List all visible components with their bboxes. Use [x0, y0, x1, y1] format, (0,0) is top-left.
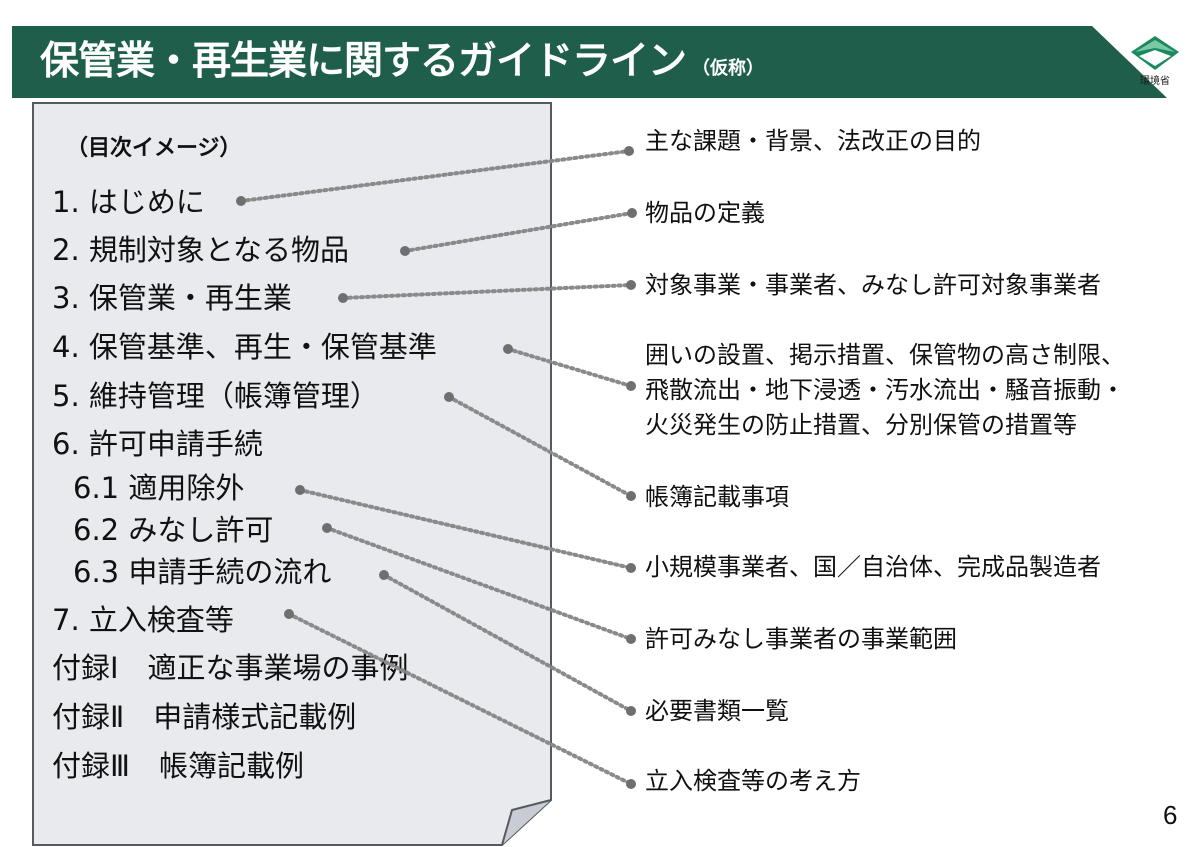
toc-item-6-3: 6.3 申請手続の流れ	[73, 555, 332, 589]
logo-label: 環境省	[1140, 76, 1170, 87]
connector-dot-end-6	[626, 563, 636, 573]
description-storage-standards: 囲いの設置、掲示措置、保管物の高さ制限、 飛散流出・地下浸透・汚水流出・騒音振動…	[645, 338, 1125, 443]
toc-item-6: 6. 許可申請手続	[52, 427, 263, 461]
toc-heading: （目次イメージ）	[66, 136, 242, 161]
connector-dot-end-5	[626, 491, 636, 501]
description-target-business: 対象事業・事業者、みなし許可対象事業者	[645, 271, 1101, 299]
page-title-note: （仮称）	[692, 58, 765, 79]
connector-dot-end-7	[626, 634, 636, 644]
connector-dot-end-2	[627, 208, 637, 218]
toc-item-6-1: 6.1 適用除外	[73, 471, 245, 505]
toc-item-7: 7. 立入検査等	[52, 603, 234, 637]
toc-appendix-1: 付録Ⅰ 適正な事業場の事例	[52, 651, 409, 685]
ministry-of-environment-logo-icon	[1131, 36, 1179, 70]
description-goods-definition: 物品の定義	[645, 199, 765, 227]
connector-dot-end-8	[626, 706, 636, 716]
toc-item-4: 4. 保管基準、再生・保管基準	[52, 330, 437, 364]
connector-dot-end-4	[626, 381, 636, 391]
page-title: 保管業・再生業に関するガイドライン（仮称）	[40, 28, 764, 96]
description-inspection-approach: 立入検査等の考え方	[645, 767, 861, 795]
header-banner	[12, 26, 1167, 98]
toc-item-3: 3. 保管業・再生業	[52, 281, 292, 315]
description-storage-standards-line-1: 囲いの設置、掲示措置、保管物の高さ制限、	[645, 341, 1125, 369]
connector-dot-end-3	[626, 280, 636, 290]
header-banner-shape	[12, 26, 1167, 98]
toc-item-2: 2. 規制対象となる物品	[52, 233, 350, 267]
connector-dot-end-9	[626, 779, 636, 789]
toc-item-1: 1. はじめに	[52, 185, 205, 219]
toc-item-5: 5. 維持管理（帳簿管理）	[52, 379, 379, 413]
toc-appendix-3: 付録Ⅲ 帳簿記載例	[52, 749, 304, 783]
description-deemed-permit-scope: 許可みなし事業者の事業範囲	[645, 625, 957, 653]
description-required-documents: 必要書類一覧	[645, 697, 789, 725]
toc-item-6-2: 6.2 みなし許可	[73, 513, 274, 547]
description-ledger-items: 帳簿記載事項	[645, 483, 789, 511]
description-storage-standards-line-2: 飛散流出・地下浸透・汚水流出・騒音振動・	[645, 376, 1125, 404]
connector-dot-end-1	[624, 146, 634, 156]
page-title-text: 保管業・再生業に関するガイドライン	[40, 39, 687, 84]
toc-appendix-2: 付録Ⅱ 申請様式記載例	[52, 700, 357, 734]
page-number: 6	[1163, 800, 1178, 830]
description-storage-standards-line-3: 火災発生の防止措置、分別保管の措置等	[645, 411, 1077, 439]
description-purpose: 主な課題・背景、法改正の目的	[645, 127, 981, 155]
description-exemptions: 小規模事業者、国／自治体、完成品製造者	[645, 553, 1101, 581]
